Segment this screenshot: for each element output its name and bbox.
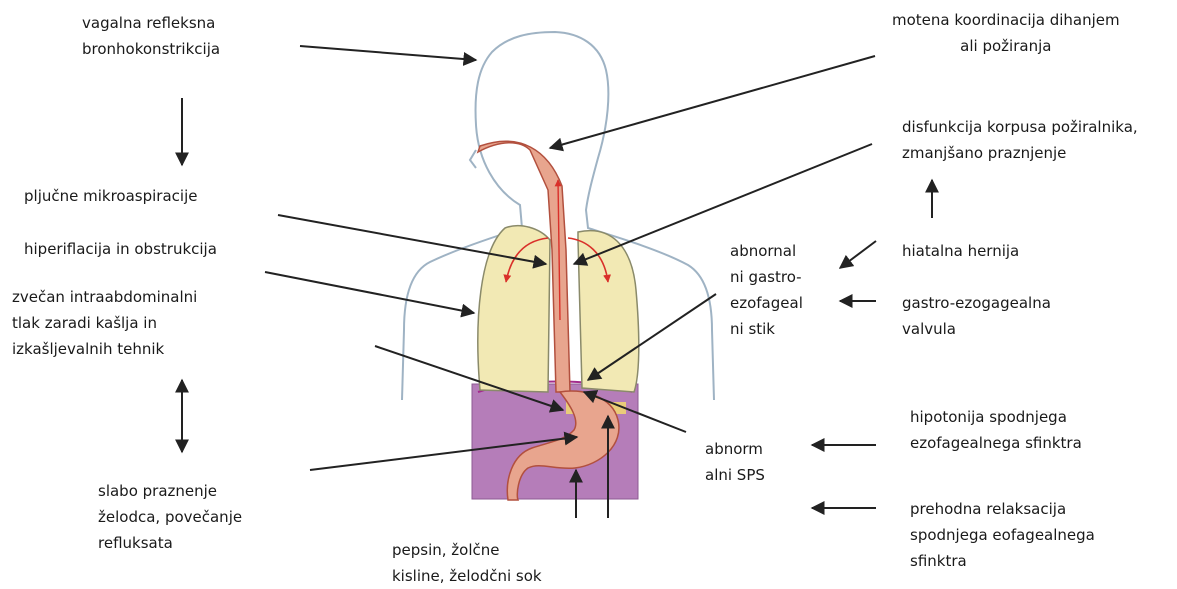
label-line: valvula (902, 316, 1051, 342)
label-line: sfinktra (910, 548, 1095, 574)
label-line: disfunkcija korpusa požiralnika, (902, 114, 1138, 140)
arrow-vagal (300, 46, 476, 60)
label-hiatal: hiatalna hernija (902, 238, 1019, 264)
label-line: ni stik (730, 316, 803, 342)
label-line: ezofagealnega sfinktra (910, 430, 1082, 456)
label-line: želodca, povečanje (98, 504, 242, 530)
label-line: ni gastro- (730, 264, 803, 290)
arrow-motor (550, 56, 875, 148)
label-line: spodnjega eofagealnega (910, 522, 1095, 548)
label-line: gastro-ezogagealna (902, 290, 1051, 316)
label-line: izkašljevalnih tehnik (12, 336, 197, 362)
arrow-hyper (265, 272, 474, 313)
mouth-outline (470, 150, 476, 168)
right-lung (578, 231, 639, 392)
label-line: abnornal (730, 238, 803, 264)
label-line: ali požiranja (892, 33, 1120, 59)
label-relax: prehodna relaksacija spodnjega eofagealn… (910, 496, 1095, 574)
label-line: kisline, želodčni sok (392, 563, 542, 589)
arrow-corpus (574, 144, 872, 264)
label-line: hiperiflacija in obstrukcija (24, 236, 217, 262)
label-line: zvečan intraabdominalni (12, 284, 197, 310)
label-junction: abnornal ni gastro- ezofageal ni stik (730, 238, 803, 342)
label-line: prehodna relaksacija (910, 496, 1095, 522)
label-line: hiatalna hernija (902, 238, 1019, 264)
label-sps: abnorm alni SPS (705, 436, 765, 488)
label-line: zmanjšano praznjenje (902, 140, 1138, 166)
label-gastric: slabo praznenje želodca, povečanje reflu… (98, 478, 242, 556)
label-line: alni SPS (705, 462, 765, 488)
label-pressure: zvečan intraabdominalni tlak zaradi kašl… (12, 284, 197, 362)
label-line: bronhokonstrikcija (82, 36, 220, 62)
label-corpus: disfunkcija korpusa požiralnika, zmanjša… (902, 114, 1138, 166)
label-line: ezofageal (730, 290, 803, 316)
label-vagal: vagalna refleksna bronhokonstrikcija (82, 10, 220, 62)
label-line: hipotonija spodnjega (910, 404, 1082, 430)
label-line: pepsin, žolčne (392, 537, 542, 563)
label-hypotonia: hipotonija spodnjega ezofagealnega sfink… (910, 404, 1082, 456)
label-line: abnorm (705, 436, 765, 462)
label-motor: motena koordinacija dihanjem ali požiran… (892, 7, 1120, 59)
label-line: tlak zaradi kašlja in (12, 310, 197, 336)
label-pepsin: pepsin, žolčne kisline, želodčni sok (392, 537, 542, 589)
label-line: pljučne mikroaspiracije (24, 183, 197, 209)
arrow-hiatal (840, 241, 876, 268)
label-hyper: hiperiflacija in obstrukcija (24, 236, 217, 262)
left-lung (478, 226, 550, 392)
label-line: motena koordinacija dihanjem (892, 7, 1120, 33)
label-valve: gastro-ezogagealna valvula (902, 290, 1051, 342)
label-line: slabo praznenje (98, 478, 242, 504)
label-line: vagalna refleksna (82, 10, 220, 36)
label-line: refluksata (98, 530, 242, 556)
label-micro: pljučne mikroaspiracije (24, 183, 197, 209)
